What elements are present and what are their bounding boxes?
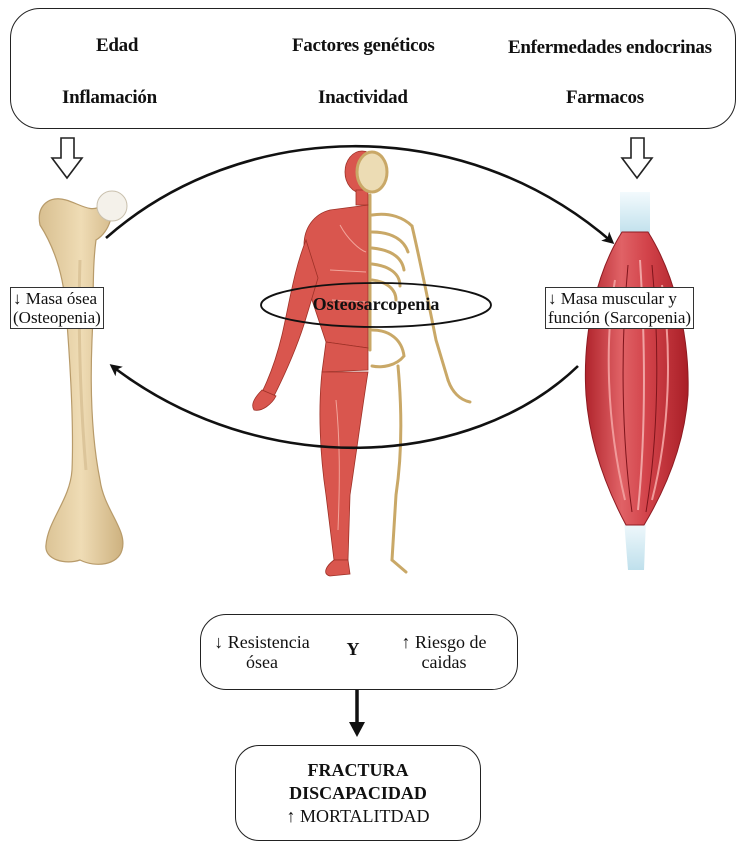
risk-right: ↑ Riesgo de caidas [384, 632, 504, 672]
muscle-label-line2: función (Sarcopenia) [548, 308, 691, 327]
outcome-discapacidad: DISCAPACIDAD [236, 783, 480, 804]
risk-right-line1: ↑ Riesgo de [384, 632, 504, 652]
down-arrow-left-icon [52, 138, 82, 178]
risk-left-line2: ósea [212, 652, 312, 672]
bone-label-line2: (Osteopenia) [13, 308, 101, 327]
risk-right-line2: caidas [384, 652, 504, 672]
muscle-icon [585, 192, 688, 570]
down-arrow-right-icon [622, 138, 652, 178]
bone-label: ↓ Masa ósea (Osteopenia) [10, 287, 104, 329]
down-arrow-head-icon [349, 722, 365, 737]
bone-label-line1: ↓ Masa ósea [13, 289, 101, 308]
outcome-fractura: FRACTURA [236, 760, 480, 781]
outcomes-box: FRACTURA DISCAPACIDAD ↑ MORTALITDAD [235, 745, 481, 841]
outcome-mortalidad: ↑ MORTALITDAD [236, 806, 480, 827]
muscle-label: ↓ Masa muscular y función (Sarcopenia) [545, 287, 694, 329]
human-figure-icon [253, 151, 470, 576]
osteosarcopenia-label: Osteosarcopenia [283, 295, 469, 314]
femur-bone-icon [39, 191, 127, 564]
risk-connector: Y [343, 639, 363, 659]
risk-left-line1: ↓ Resistencia [212, 632, 312, 652]
muscle-label-line1: ↓ Masa muscular y [548, 289, 691, 308]
risk-left: ↓ Resistencia ósea [212, 632, 312, 672]
